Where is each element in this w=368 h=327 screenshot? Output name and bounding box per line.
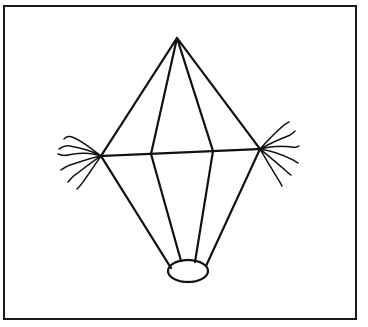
kite-rib-left-upper: [151, 38, 177, 154]
left-tassel-strands: [58, 137, 101, 189]
kite-cross-spar: [101, 149, 260, 156]
kite-bottom-oval: [168, 260, 208, 282]
kite-lower-right-edge: [206, 149, 260, 266]
kite-upper-left-edge: [101, 38, 177, 156]
kite-rib-right-upper: [177, 38, 213, 151]
kite-rib-right-lower: [195, 151, 213, 262]
kite-upper-right-edge: [177, 38, 260, 149]
kite-lower-left-edge: [101, 156, 171, 268]
right-tassel-strands: [260, 122, 299, 186]
